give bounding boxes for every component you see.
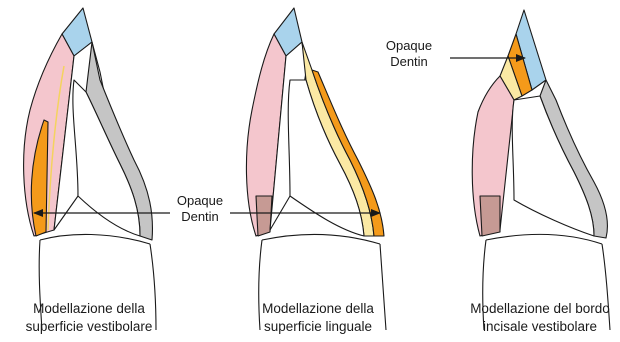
caption-3-line2: incisale vestibolare [483,319,597,334]
caption-2-line1: Modellazione della [262,301,374,316]
tooth-vestibular [24,8,156,330]
caption-3-line1: Modellazione del bordo [470,301,610,316]
caption-1-line2: superficie vestibolare [26,319,153,334]
dark-rose-area [480,196,500,236]
right-label-line2: Dentin [390,54,428,69]
right-label-line1: Opaque [386,38,432,53]
tooth-lingual [246,8,386,330]
center-label-line2: Dentin [181,209,219,224]
center-label-line1: Opaque [177,193,223,208]
caption-1-line1: Modellazione della [33,301,145,316]
caption-2-line2: superficie linguale [264,319,372,334]
